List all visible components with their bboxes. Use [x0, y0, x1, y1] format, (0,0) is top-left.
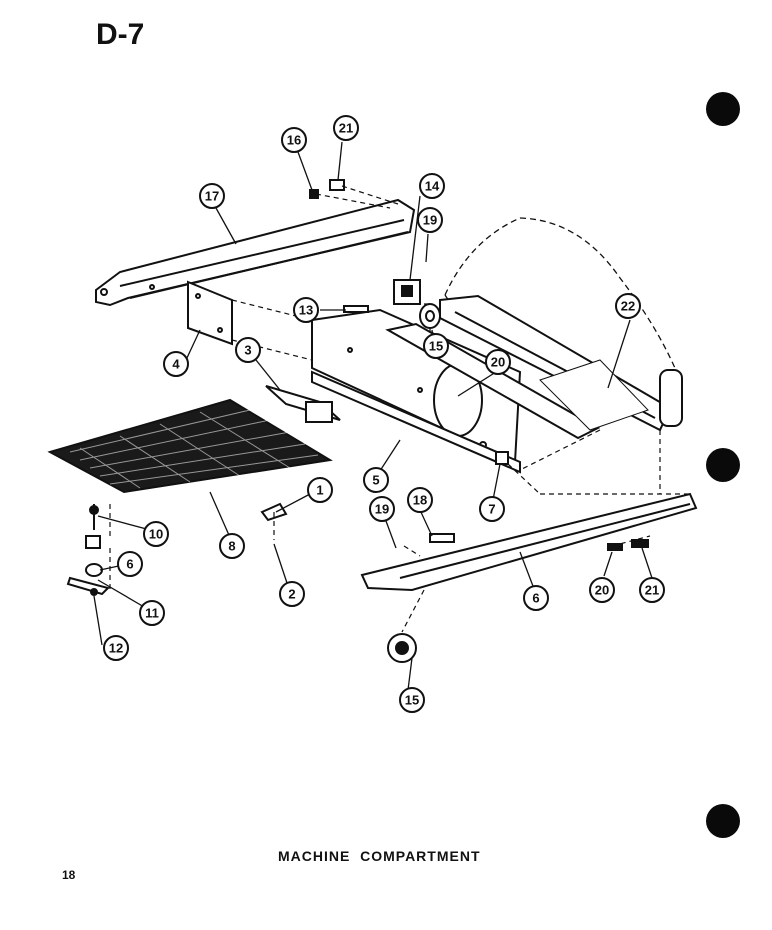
- condenser-grid-part: [47, 398, 333, 494]
- svg-text:12: 12: [109, 641, 123, 656]
- binder-hole-top: [706, 92, 740, 126]
- callout-20-lower: 20: [589, 577, 615, 603]
- callout-11: 11: [139, 600, 165, 626]
- svg-text:19: 19: [375, 502, 389, 517]
- svg-text:15: 15: [429, 339, 443, 354]
- roller-part-lower: [387, 633, 417, 663]
- svg-text:17: 17: [205, 189, 219, 204]
- page-number: 18: [62, 868, 76, 882]
- svg-text:8: 8: [228, 539, 235, 554]
- callout-4: 4: [163, 351, 189, 377]
- callout-7: 7: [479, 496, 505, 522]
- binder-hole-bottom: [706, 804, 740, 838]
- callout-17: 17: [199, 183, 225, 209]
- callout-20-upper: 20: [485, 349, 511, 375]
- svg-text:21: 21: [339, 121, 353, 136]
- svg-text:6: 6: [126, 557, 133, 572]
- svg-text:18: 18: [413, 493, 427, 508]
- callout-21-lower: 21: [639, 577, 665, 603]
- svg-text:14: 14: [425, 179, 440, 194]
- callout-6: 6: [523, 585, 549, 611]
- upper-screws: [309, 179, 345, 199]
- svg-text:16: 16: [287, 133, 301, 148]
- front-channel-part: [360, 492, 698, 592]
- svg-text:21: 21: [645, 583, 659, 598]
- bracket-plate-part: [187, 280, 233, 346]
- svg-text:11: 11: [145, 606, 159, 621]
- callout-3: 3: [235, 337, 261, 363]
- callout-5: 5: [363, 467, 389, 493]
- callout-19-upper: 19: [417, 207, 443, 233]
- lower-pin-part: [429, 533, 455, 543]
- callouts: 1 2 3 4 5 6 6 7 8 10 11 12 13 14 15 15 1…: [103, 115, 665, 713]
- roller-part-upper: [419, 303, 441, 329]
- figure-caption: MACHINE COMPARTMENT: [278, 848, 481, 864]
- base-strip-part: [311, 370, 521, 474]
- svg-text:22: 22: [621, 299, 635, 314]
- callout-13: 13: [293, 297, 319, 323]
- callout-1: 1: [307, 477, 333, 503]
- binder-hole-middle: [706, 448, 740, 482]
- pin-part: [343, 305, 369, 313]
- callout-15-upper: 15: [423, 333, 449, 359]
- svg-text:10: 10: [149, 527, 163, 542]
- callout-22: 22: [615, 293, 641, 319]
- svg-text:2: 2: [288, 587, 295, 602]
- svg-text:1: 1: [316, 483, 323, 498]
- svg-text:6: 6: [532, 591, 539, 606]
- callout-19-lower: 19: [369, 496, 395, 522]
- page-code: D-7: [96, 18, 145, 51]
- svg-text:15: 15: [405, 693, 419, 708]
- small-plate-part: [265, 385, 341, 423]
- top-rail-part: [95, 198, 416, 307]
- callout-16: 16: [281, 127, 307, 153]
- callout-10: 10: [143, 521, 169, 547]
- callout-15-lower: 15: [399, 687, 425, 713]
- callout-14: 14: [419, 173, 445, 199]
- callout-8: 8: [219, 533, 245, 559]
- callout-21-upper: 21: [333, 115, 359, 141]
- svg-text:20: 20: [595, 583, 609, 598]
- relay-box-part: [393, 279, 421, 305]
- svg-text:20: 20: [491, 355, 505, 370]
- mount-stack-part: [66, 504, 110, 596]
- clip-part: [495, 451, 509, 465]
- callout-9: 6: [117, 551, 143, 577]
- svg-text:5: 5: [372, 473, 379, 488]
- svg-text:3: 3: [244, 343, 251, 358]
- callout-2: 2: [279, 581, 305, 607]
- svg-text:4: 4: [172, 357, 180, 372]
- svg-text:13: 13: [299, 303, 313, 318]
- callout-18: 18: [407, 487, 433, 513]
- lower-screws: [607, 539, 649, 551]
- callout-12: 12: [103, 635, 129, 661]
- svg-text:19: 19: [423, 213, 437, 228]
- svg-text:7: 7: [488, 502, 495, 517]
